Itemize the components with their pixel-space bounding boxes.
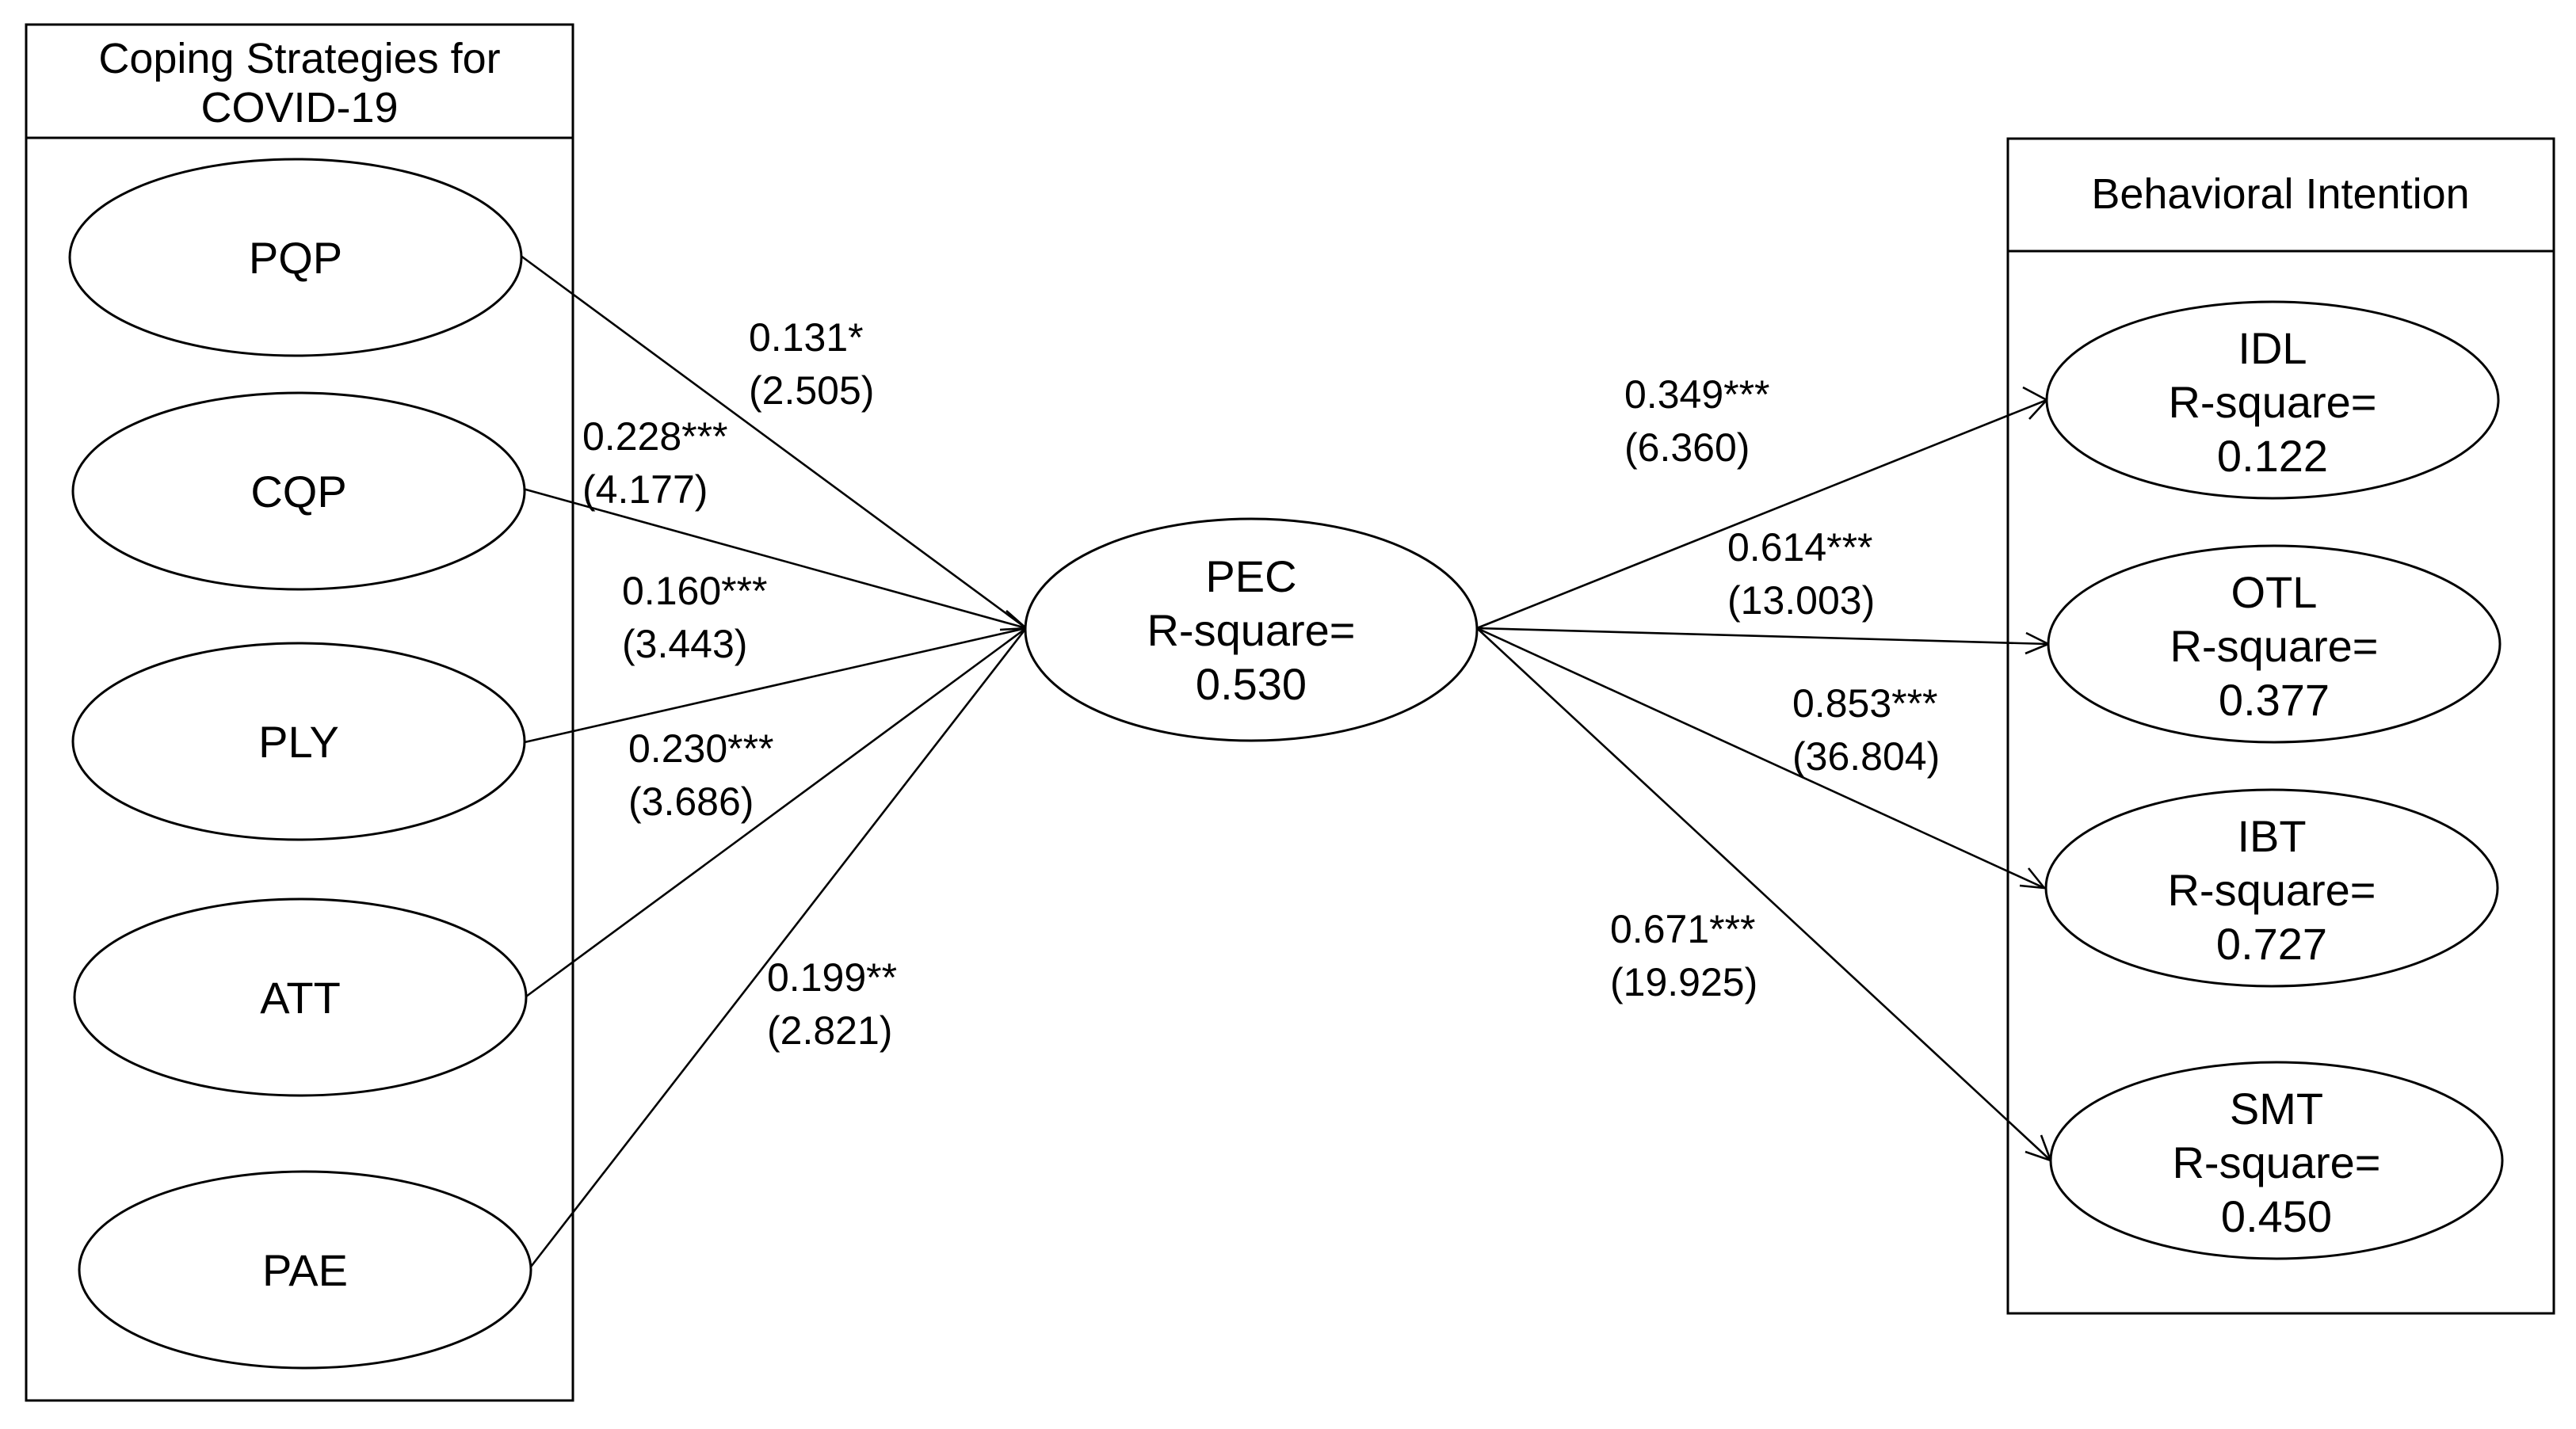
coping-strategies-title-line1: Coping Strategies for [98,35,500,82]
path-ply-pec [524,627,1027,744]
node-smt-ellipse [2049,1061,2504,1260]
node-cqp: CQP [71,391,526,591]
node-pqp: PQP [68,158,523,357]
path-att-pec [525,627,1027,998]
path-cqp-pec-coef: 0.228*** [582,414,728,459]
node-pqp-label: PQP [249,233,342,283]
node-idl-r2-value: 0.122 [2217,431,2328,481]
path-pqp-pec [519,253,1027,630]
node-ibt-label: IBT [2237,811,2306,861]
node-idl-label: IDL [2238,323,2307,373]
node-otl-ellipse [2047,544,2502,744]
paths-from-pec [1476,386,2053,1163]
node-pec-r2-label: R-square= [1147,605,1355,655]
node-pec: PEC R-square= 0.530 [1024,517,1479,742]
node-ply-label: PLY [258,717,339,767]
path-pec-idl [1476,398,2047,630]
node-pec-ellipse [1024,517,1479,742]
node-pae-ellipse [78,1170,532,1370]
node-idl: IDL R-square= 0.122 [2045,300,2500,500]
node-ply-ellipse [71,642,526,841]
arrowhead-ibt [2019,867,2047,890]
node-otl-label: OTL [2231,567,2318,617]
path-labels-left: 0.131* (2.505) 0.228*** (4.177) 0.160***… [582,315,897,1053]
path-pae-pec [527,627,1028,1271]
behavioral-intention-panel: Behavioral Intention [2006,137,2555,1315]
node-att: ATT [73,897,528,1097]
path-ply-pec-t: (3.443) [622,622,747,666]
node-otl-r2-value: 0.377 [2219,675,2330,725]
path-pqp-pec-t: (2.505) [749,368,874,413]
node-pae: PAE [78,1170,532,1370]
path-pec-ibt-t: (36.804) [1792,734,1940,779]
path-pec-idl-t: (6.360) [1624,425,1750,470]
path-ply-pec-coef: 0.160*** [622,569,768,613]
path-pqp-pec-coef: 0.131* [749,315,864,360]
path-pec-otl-t: (13.003) [1727,578,1875,623]
path-pec-smt [1476,627,2051,1161]
node-idl-r2-label: R-square= [2168,377,2376,427]
paths-into-pec [519,253,1029,1271]
path-pae-pec-t: (2.821) [767,1008,892,1053]
node-att-label: ATT [260,973,341,1023]
coping-strategies-panel: Coping Strategies for COVID-19 [25,23,574,1402]
node-pqp-ellipse [68,158,523,357]
arrowhead-idl [2022,386,2049,420]
behavioral-intention-title: Behavioral Intention [2091,170,2469,218]
path-labels-right: 0.349*** (6.360) 0.614*** (13.003) 0.853… [1610,372,1940,1004]
path-pec-otl [1476,627,2049,646]
coping-strategies-title-line2: COVID-19 [200,84,398,131]
path-att-pec-coef: 0.230*** [628,726,774,771]
node-cqp-label: CQP [250,467,346,516]
node-cqp-ellipse [71,391,526,591]
node-smt-r2-value: 0.450 [2221,1191,2332,1241]
path-pec-smt-t: (19.925) [1610,960,1757,1004]
node-otl-r2-label: R-square= [2170,621,2378,671]
node-smt-r2-label: R-square= [2172,1137,2380,1187]
path-att-pec-t: (3.686) [628,779,754,824]
path-cqp-pec-t: (4.177) [582,467,708,512]
path-pec-ibt-coef: 0.853*** [1792,681,1938,726]
node-pae-label: PAE [262,1245,348,1295]
node-smt: SMT R-square= 0.450 [2049,1061,2504,1260]
node-att-ellipse [73,897,528,1097]
path-pec-otl-coef: 0.614*** [1727,525,1873,570]
path-pec-ibt [1476,627,2045,890]
path-pec-smt-coef: 0.671*** [1610,907,1756,951]
node-ibt-r2-value: 0.727 [2216,919,2327,969]
path-pec-idl-coef: 0.349*** [1624,372,1770,417]
path-pae-pec-coef: 0.199** [767,955,897,1000]
node-idl-ellipse [2045,300,2500,500]
node-smt-label: SMT [2230,1084,2323,1134]
node-ibt: IBT R-square= 0.727 [2044,788,2499,988]
coping-strategies-box [25,23,574,1402]
node-otl: OTL R-square= 0.377 [2047,544,2502,744]
node-ibt-r2-label: R-square= [2167,865,2376,915]
path-cqp-pec [522,487,1027,630]
behavioral-intention-box [2006,137,2555,1315]
node-pec-r2-value: 0.530 [1196,659,1307,709]
node-ibt-ellipse [2044,788,2499,988]
node-pec-label: PEC [1205,551,1296,601]
node-ply: PLY [71,642,526,841]
